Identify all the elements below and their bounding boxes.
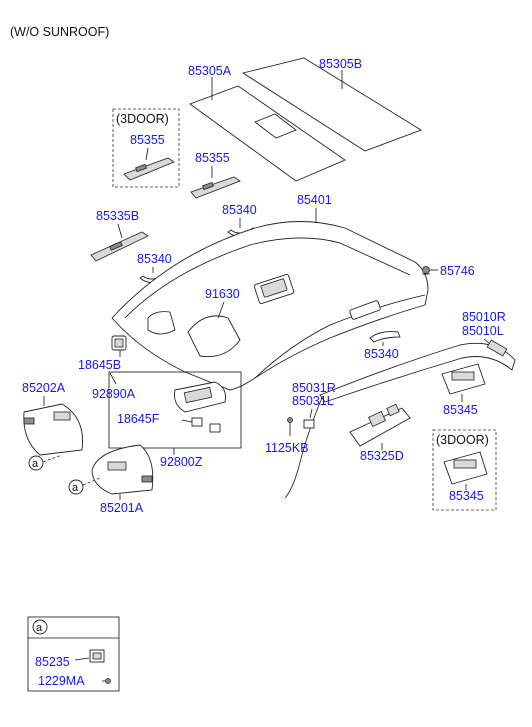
label-85335B: 85335B	[96, 209, 139, 223]
sunvisor-85202A	[23, 403, 84, 456]
screw-1229MA	[102, 678, 111, 684]
label-92890A: 92890A	[92, 387, 136, 401]
detail-box-a: a	[27, 616, 120, 692]
clip-85746	[422, 266, 430, 275]
svg-text:a: a	[32, 458, 39, 470]
label-85345-a: 85345	[443, 403, 478, 417]
callout-a-left: a	[28, 455, 44, 471]
clip-85031	[303, 419, 315, 429]
detail-callout-a: a	[36, 622, 43, 634]
3door-box-85345	[432, 429, 497, 511]
label-85401: 85401	[297, 193, 332, 207]
bracket-85335B	[90, 231, 149, 262]
label-85305A: 85305A	[188, 64, 232, 78]
label-85355-a: 85355	[130, 133, 165, 147]
label-92800Z: 92800Z	[160, 455, 203, 469]
label-85031L: 85031L	[292, 394, 334, 408]
label-85345-b: 85345	[449, 489, 484, 503]
label-85010L: 85010L	[462, 324, 504, 338]
label-85746: 85746	[440, 264, 475, 278]
clip-85235	[89, 649, 105, 663]
3door-label-b: (3DOOR)	[436, 433, 489, 447]
label-85031R: 85031R	[292, 381, 336, 395]
label-85340-b: 85340	[137, 252, 172, 266]
roof-pad-85305A	[189, 85, 346, 182]
label-85010R: 85010R	[462, 310, 506, 324]
label-85340-c: 85340	[364, 347, 399, 361]
3door-box-85355	[112, 108, 180, 188]
room-lamp-92800Z	[174, 381, 226, 433]
label-85201A: 85201A	[100, 501, 144, 515]
curtain-airbag-85010	[284, 339, 516, 499]
lamp-92890A	[111, 335, 127, 351]
bolt-1125KB	[287, 417, 293, 436]
bracket-85345-a	[441, 363, 486, 395]
label-18645B: 18645B	[78, 358, 121, 372]
header-note: (W/O SUNROOF)	[10, 25, 109, 39]
headlining-85401	[111, 221, 429, 391]
bracket-85325D	[349, 403, 411, 447]
label-85202A: 85202A	[22, 381, 66, 395]
roof-pad-85305B	[241, 57, 423, 152]
label-85235: 85235	[35, 655, 70, 669]
bracket-85355-b	[190, 176, 241, 199]
label-1125KB: 1125KB	[265, 441, 309, 455]
svg-text:a: a	[72, 482, 79, 494]
label-85355-b: 85355	[195, 151, 230, 165]
bracket-85355-a	[123, 157, 175, 181]
callout-a-right: a	[68, 479, 84, 495]
label-18645F: 18645F	[117, 412, 160, 426]
box-92800Z	[108, 371, 242, 449]
bracket-85345-b	[443, 451, 488, 485]
label-85340-a: 85340	[222, 203, 257, 217]
label-85325D: 85325D	[360, 449, 404, 463]
label-85305B: 85305B	[319, 57, 362, 71]
3door-label-a: (3DOOR)	[116, 112, 169, 126]
label-91630: 91630	[205, 287, 240, 301]
sunvisor-85201A	[91, 444, 154, 495]
label-1229MA: 1229MA	[38, 674, 85, 688]
